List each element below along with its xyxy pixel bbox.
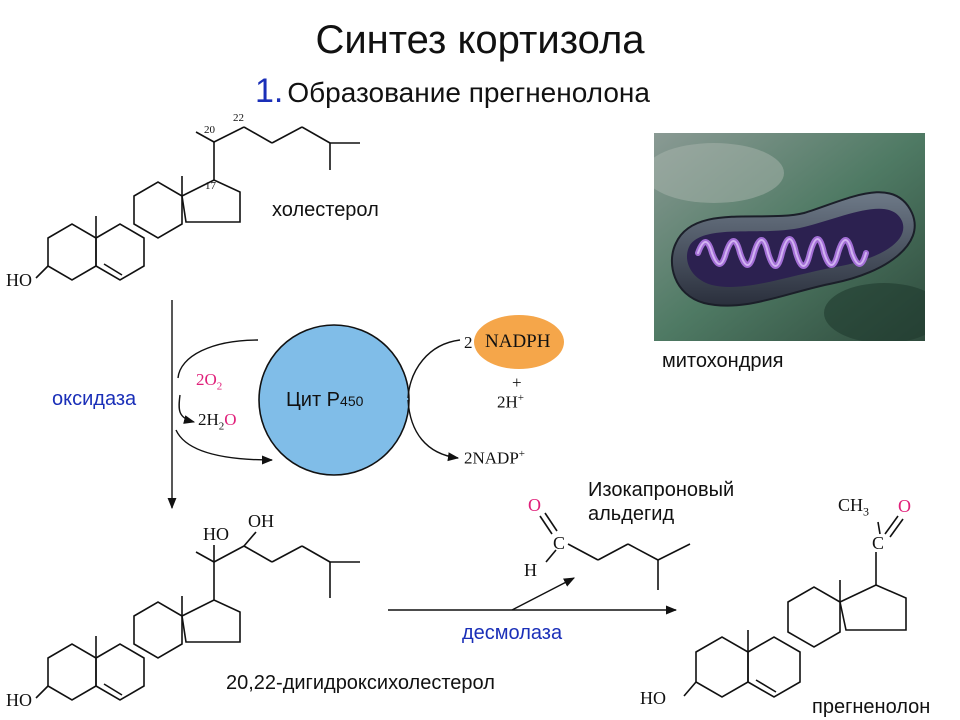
dihydroxy-oh-22-label: OH: [248, 511, 274, 531]
pregnenolone-o-label: O: [898, 496, 911, 516]
aldehyde-release-arrow: [511, 577, 575, 611]
o2-to-h2o-arrow: [178, 394, 196, 424]
aldehyde-h-label: H: [524, 560, 537, 580]
mitochondrion-image: [654, 133, 925, 341]
cyt-p450-label: Цит Р450: [286, 389, 364, 411]
o2-label: 2O2: [196, 370, 223, 393]
dihydroxy-ho-label: HO: [6, 690, 32, 710]
subtitle-number: 1.: [255, 72, 284, 110]
cholesterol-label: холестерол: [272, 199, 379, 221]
oxidase-label: оксидаза: [52, 388, 137, 410]
isocaproic-structure: [539, 512, 691, 590]
aldehyde-o-label: O: [528, 495, 541, 515]
carbon-17-label: 17: [205, 180, 216, 192]
carbon-22-label: 22: [233, 112, 244, 124]
nadph-blob: [474, 315, 564, 369]
dihydroxy-structure: [35, 531, 360, 701]
o2-input-arrow: [177, 339, 259, 379]
pregnenolone-ch3-label: CH3: [838, 495, 870, 519]
hplus-label: 2H+: [497, 392, 524, 412]
page-subtitle: 1.Образование прегненолона: [255, 72, 650, 111]
aldehyde-c-label: C: [553, 533, 566, 553]
pregnenolone-label: прегненолон: [812, 696, 931, 718]
cyt-p450-circle: [258, 324, 410, 476]
page-title: Синтез кортизола: [315, 18, 645, 62]
dihydroxycholesterol-label: 20,22-дигидроксихолестерол: [226, 672, 495, 694]
desmolase-label: десмолаза: [462, 622, 563, 644]
cholesterol-ho-label: HO: [6, 270, 32, 290]
plus-label: +: [512, 373, 522, 392]
pregnenolone-ho-label: HO: [640, 688, 666, 708]
nadph-coef-label: 2: [464, 333, 473, 352]
mitochondrion-caption: митохондрия: [662, 350, 784, 372]
carbon-20-label: 20: [204, 124, 215, 136]
subtitle-text: Образование прегненолона: [287, 77, 650, 108]
h2o-label: 2H2O: [198, 410, 237, 433]
nadph-to-cyt-arrow: [407, 339, 461, 399]
to-cyt-arrow: [175, 429, 274, 465]
pregnenolone-structure: [683, 515, 907, 698]
dihydroxy-ho-20-label: HO: [203, 524, 229, 544]
nadp-label: 2NADP+: [464, 448, 526, 468]
cyt-to-nadp-arrow: [407, 399, 460, 462]
pregnenolone-c-label: C: [872, 533, 885, 553]
cholesterol-structure: [35, 126, 360, 281]
nadph-label: NADPH: [485, 331, 551, 352]
isocaproic-aldehyde-label: Изокапроновый альдегид: [588, 479, 735, 525]
